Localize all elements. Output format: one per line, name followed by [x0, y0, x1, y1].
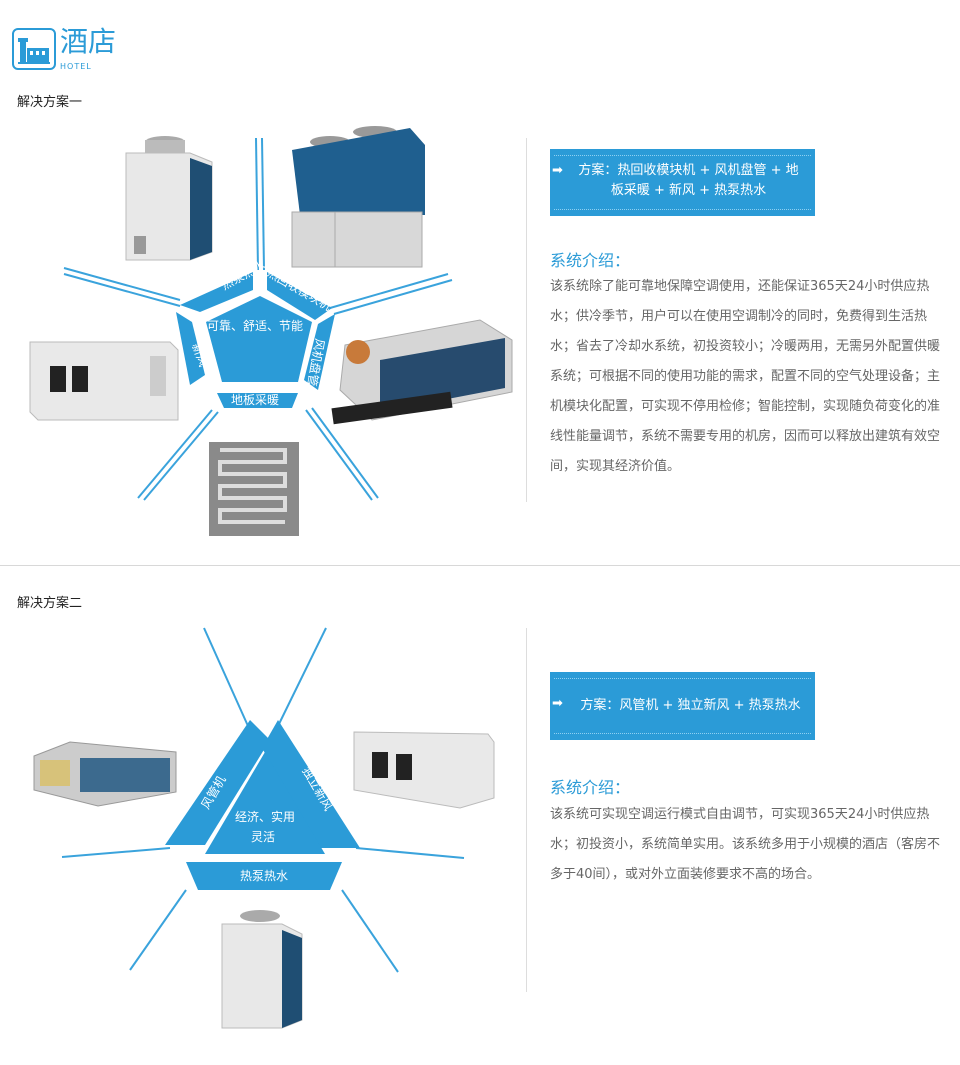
diagram2-spokes [61, 627, 465, 973]
solution2-title: 解决方案二 [17, 596, 83, 611]
segment-heat-pump-water [180, 272, 253, 312]
diagram1-center [206, 296, 312, 382]
modular-chiller-image [291, 126, 425, 268]
solution1-intro-body: 该系统除了能可靠地保障空调使用，还能保证365天24小时供应热水；供冷季节，用户… [550, 279, 941, 474]
diagram1-center-label: 可靠、舒适、节能 [207, 319, 303, 333]
heat-pump-unit-image [125, 136, 213, 261]
segment-ducted-unit [165, 720, 270, 845]
segment-heat-recovery [267, 272, 332, 320]
segment-floor-heating [217, 393, 298, 408]
diagram1-spokes [63, 137, 453, 501]
diagram2-center-line1: 经济、实用 [235, 809, 295, 824]
solution2-plan-banner: ➡ 方案：风管机 + 独立新风 + 热泵热水 [550, 672, 815, 740]
hotel-logo-icon [12, 28, 56, 70]
solution1-plan-banner: ➡ 方案：热回收模块机 + 风机盘管 + 地 板采暖 + 新风 + 热泵热水 [550, 149, 815, 216]
solution1-intro-title: 系统介绍： [550, 251, 631, 270]
heat-pump-unit-2-image [221, 910, 303, 1029]
fresh-air-unit-image [29, 341, 179, 421]
segment-heat-pump-water-2 [186, 862, 342, 890]
segment-independent-fresh-air [262, 720, 360, 848]
arrow-right-icon: ➡ [552, 163, 563, 178]
solution1-plan-line2: 板采暖 + 新风 + 热泵热水 [610, 183, 767, 198]
solution2-intro-title: 系统介绍： [550, 778, 631, 797]
solution2-divider [526, 628, 527, 992]
solution1-title: 解决方案一 [17, 95, 83, 110]
diagram2-center [205, 752, 325, 854]
diagram2-center-line2: 灵活 [251, 830, 275, 844]
floor-heating-image [209, 442, 299, 536]
segment-fresh-air [176, 312, 205, 385]
section-divider [0, 565, 960, 566]
ducted-unit-image [33, 741, 177, 807]
solution2-plan-line1: 方案：风管机 + 独立新风 + 热泵热水 [580, 698, 801, 713]
arrow-right-icon: ➡ [552, 696, 563, 711]
page-title: 酒店 [60, 25, 117, 58]
independent-fresh-air-image [353, 731, 495, 809]
solution2-intro-body: 该系统可实现空调运行模式自由调节，可实现365天24小时供应热水；初投资小，系统… [550, 807, 941, 882]
segment-fan-coil [304, 314, 335, 390]
fan-coil-image [331, 319, 513, 425]
segment-label-bottom: 热泵热水 [240, 869, 288, 883]
solution1-plan-line1: 方案：热回收模块机 + 风机盘管 + 地 [578, 163, 799, 178]
segment-label-c: 风机盘管 [305, 337, 328, 387]
page-subtitle: HOTEL [60, 62, 92, 71]
segment-label-d: 地板采暖 [231, 393, 279, 407]
solution1-divider [526, 138, 527, 502]
